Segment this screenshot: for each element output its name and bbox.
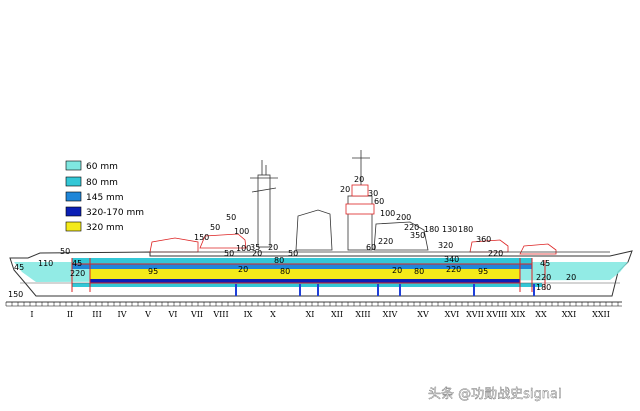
label-director-20: 20 [354, 175, 364, 184]
upper-band-80mm [72, 258, 532, 264]
forward-tower [257, 174, 271, 248]
label-barbette-35: 35 [250, 243, 260, 252]
superstructure [149, 150, 610, 255]
label-bow-110: 110 [38, 259, 53, 268]
label-mid-20: 20 [392, 266, 402, 275]
label-director-30: 30 [368, 189, 378, 198]
label-bow-belt-220: 220 [70, 269, 85, 278]
label-aft-180b: 180 [458, 225, 473, 234]
legend-label-80mm: 80 mm [86, 178, 118, 188]
label-turret-a-100: 100 [234, 227, 249, 236]
section-label-xx: XX [535, 310, 547, 319]
label-aft-130: 130 [442, 225, 457, 234]
section-label-v: V [144, 310, 151, 319]
section-label-i: I [30, 310, 33, 319]
label-fore-95: 95 [148, 267, 158, 276]
lower-cyan-band [72, 283, 542, 287]
label-deck-80b: 80 [274, 256, 284, 265]
section-label-xiii: XIII [355, 310, 370, 319]
label-tower-60: 60 [366, 243, 376, 252]
armor-legend: 60 mm 80 mm 145 mm 320-170 mm 320 mm [65, 160, 144, 233]
label-turret-a-100b: 100 [236, 244, 251, 253]
label-aft-95: 95 [478, 267, 488, 276]
label-bow-deck-50: 50 [60, 247, 70, 256]
section-label-x: X [270, 310, 276, 319]
label-stern-220: 220 [536, 273, 551, 282]
section-label-xxii: XXII [592, 310, 610, 319]
label-deck-50: 50 [288, 249, 298, 258]
label-director-20b: 20 [340, 185, 350, 194]
section-label-xvi: XVI [445, 310, 460, 319]
label-bow-belt-45: 45 [72, 259, 82, 268]
bulkheads [71, 258, 546, 292]
section-label-xviii: XVIII [487, 310, 508, 319]
section-label-xii: XII [331, 310, 343, 319]
legend-swatch-320-170mm [65, 206, 82, 217]
section-label-xix: XIX [511, 310, 526, 319]
armor-labels: 50 45 110 45 220 150 95 50 50 150 100 10… [8, 175, 576, 299]
section-label-vii: VII [190, 310, 203, 319]
turret-b [199, 233, 247, 249]
label-tower-100: 100 [380, 209, 395, 218]
label-turret-a-top-50: 50 [226, 213, 236, 222]
main-belt-320mm [90, 269, 520, 279]
band-145mm [72, 264, 532, 269]
section-label-xvii: XVII [466, 310, 484, 319]
legend-label-145mm: 145 mm [86, 193, 124, 203]
label-deck-80a: 80 [280, 267, 290, 276]
ship-hull [9, 250, 633, 297]
label-deck-20b: 20 [238, 265, 248, 274]
label-stern-180: 180 [536, 283, 551, 292]
label-stern-45: 45 [540, 259, 550, 268]
lower-band-320-170mm [90, 279, 520, 283]
label-aft-320: 320 [438, 241, 453, 250]
legend-swatch-60mm [65, 160, 82, 171]
section-label-iii: III [92, 310, 101, 319]
section-label-ii: II [67, 310, 73, 319]
aft-superstructure [373, 221, 429, 251]
label-aft-180a: 180 [424, 225, 439, 234]
funnel [295, 209, 333, 251]
label-stern-20: 20 [566, 273, 576, 282]
label-tower-220: 220 [404, 223, 419, 232]
label-tower-350: 350 [410, 231, 425, 240]
section-label-xv: XV [417, 310, 429, 319]
label-turret-a-150: 150 [194, 233, 209, 242]
section-label-viii: VIII [212, 310, 228, 319]
label-aft-360: 360 [476, 235, 491, 244]
label-mid-340: 340 [444, 255, 459, 264]
legend-swatch-320mm [65, 221, 82, 232]
label-tower-220b: 220 [378, 237, 393, 246]
turret-a [149, 237, 199, 253]
watermark: 头条 @功勋战史signal [428, 386, 562, 402]
section-label-vi: VI [168, 310, 178, 319]
legend-swatch-145mm [65, 191, 82, 202]
legend-label-320-170mm: 320-170 mm [86, 208, 144, 218]
legend-label-320mm: 320 mm [86, 223, 124, 233]
section-label-ix: IX [244, 310, 253, 319]
section-label-xi: XI [306, 310, 315, 319]
section-label-xiv: XIV [383, 310, 398, 319]
legend-label-60mm: 60 mm [86, 162, 118, 172]
label-director-60: 60 [374, 197, 384, 206]
label-deck-20c: 20 [252, 249, 262, 258]
label-bow-150: 150 [8, 290, 23, 299]
label-aft-220: 220 [488, 249, 503, 258]
label-mid-80: 80 [414, 267, 424, 276]
label-deck-20a: 20 [268, 243, 278, 252]
label-mid-220: 220 [446, 265, 461, 274]
section-label-iv: IV [118, 310, 127, 319]
label-turret-a-50: 50 [210, 223, 220, 232]
legend-swatch-80mm [65, 176, 82, 187]
turret-d [519, 243, 557, 255]
label-tower-200: 200 [396, 213, 411, 222]
label-bow-45: 45 [14, 263, 24, 272]
label-turret-a-50b: 50 [224, 249, 234, 258]
propeller-shafts [235, 284, 535, 296]
section-label-xxi: XXI [562, 310, 577, 319]
